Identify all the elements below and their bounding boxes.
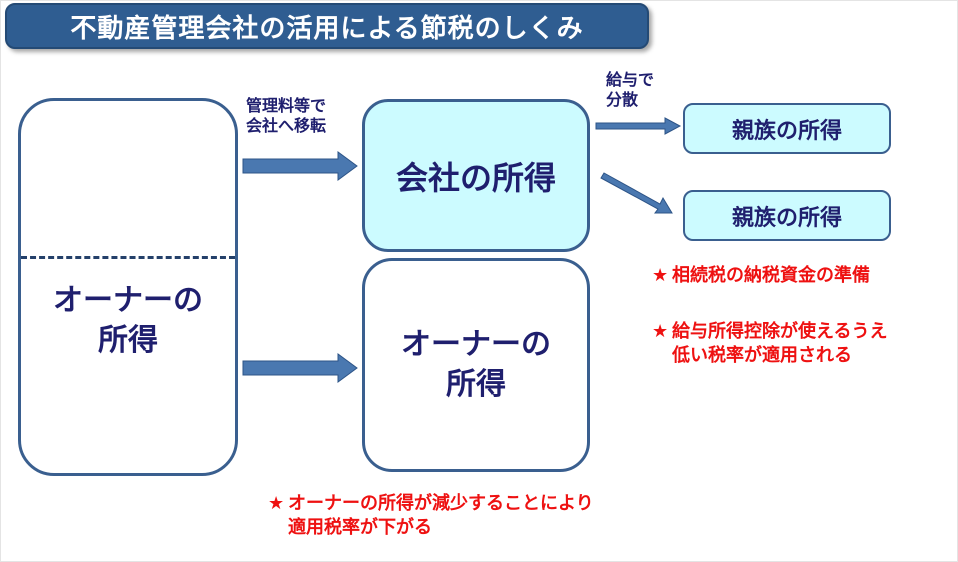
arrow-owner-to-company bbox=[242, 151, 358, 181]
owner-income-after-box: オーナーの 所得 bbox=[362, 258, 590, 472]
owner-income-before-label: オーナーの 所得 bbox=[53, 283, 203, 358]
note-owner-tax-rate: ★オーナーの所得が減少することにより 適用税率が下がる bbox=[268, 493, 594, 538]
family-income-label-1: 親族の所得 bbox=[731, 118, 842, 144]
slide-title-text: 不動産管理会社の活用による節税のしくみ bbox=[70, 13, 584, 44]
slide-title: 不動産管理会社の活用による節税のしくみ bbox=[5, 3, 649, 49]
arrow-company-to-family-1 bbox=[595, 117, 682, 135]
company-income-box: 会社の所得 bbox=[362, 99, 590, 252]
owner-income-before-box: オーナーの 所得 bbox=[18, 98, 238, 476]
family-income-box-1: 親族の所得 bbox=[683, 103, 891, 154]
note-salary-deduction: ★給与所得控除が使えるうえ 低い税率が適用される bbox=[652, 321, 888, 366]
transfer-caption: 管理料等で 会社へ移転 bbox=[246, 96, 327, 135]
star-icon: ★ bbox=[652, 321, 669, 342]
dashed-divider bbox=[21, 256, 235, 259]
family-income-box-2: 親族の所得 bbox=[683, 190, 891, 241]
star-icon: ★ bbox=[268, 493, 285, 514]
company-income-label: 会社の所得 bbox=[395, 158, 556, 197]
owner-income-after-label: オーナーの 所得 bbox=[401, 327, 551, 402]
salary-caption: 給与で 分散 bbox=[606, 70, 655, 109]
note-inheritance-tax: ★相続税の納税資金の準備 bbox=[652, 265, 870, 286]
arrow-company-to-family-2 bbox=[600, 172, 673, 214]
star-icon: ★ bbox=[652, 265, 669, 286]
family-income-label-2: 親族の所得 bbox=[731, 205, 842, 231]
arrow-owner-to-owner bbox=[242, 353, 358, 383]
